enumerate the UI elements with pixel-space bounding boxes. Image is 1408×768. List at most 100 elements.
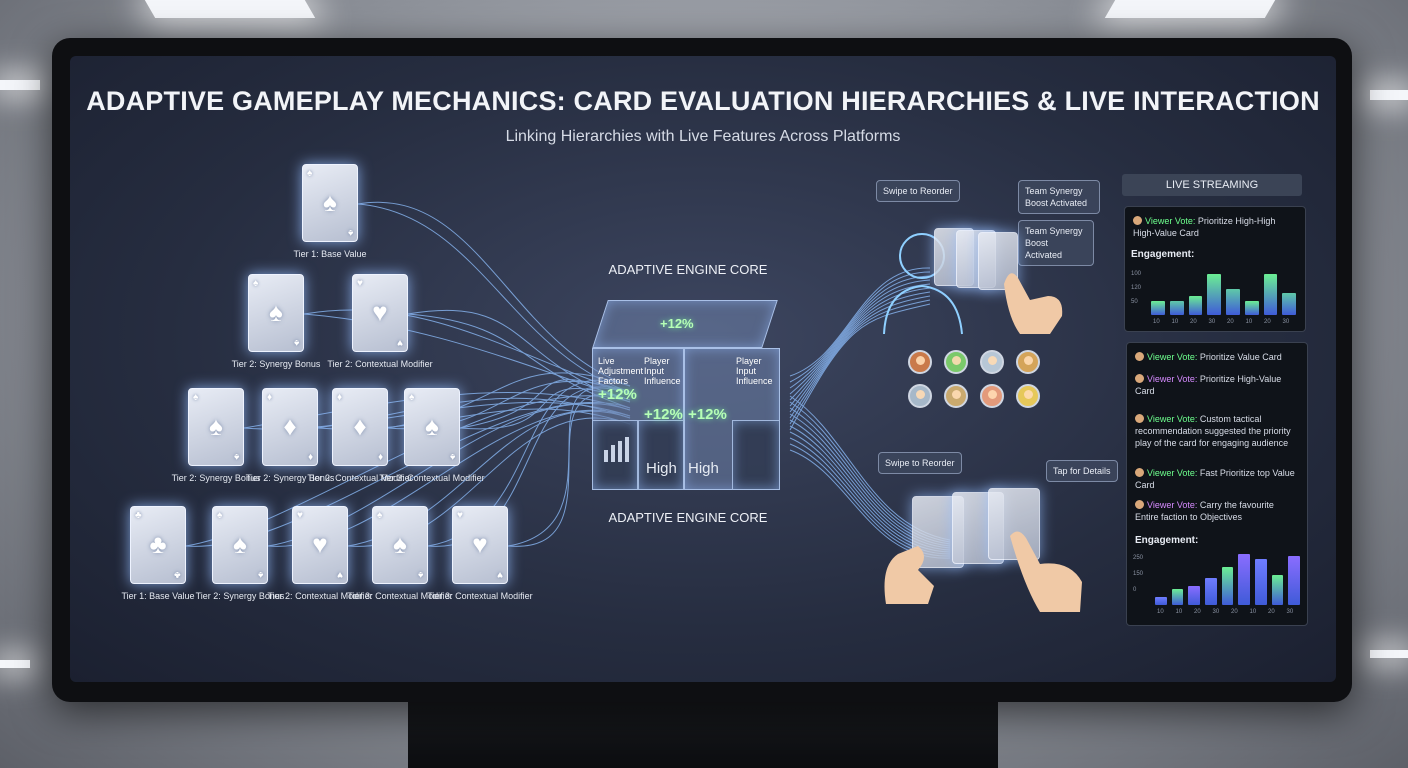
card-corner-icon: ♦ <box>378 451 383 462</box>
engine-core-label-top: ADAPTIVE ENGINE CORE <box>588 262 788 277</box>
tier-label: Tier 2: Synergy Bonus <box>221 358 331 370</box>
card-corner-icon: ♠ <box>418 569 423 580</box>
tier-card[interactable]: ♠♠♠ <box>404 388 460 466</box>
engine-core-label-bottom: ADAPTIVE ENGINE CORE <box>588 510 788 525</box>
tier-card[interactable]: ♦♦♦ <box>262 388 318 466</box>
y-tick-label: 100 <box>1131 271 1141 277</box>
wall-light-left <box>0 80 40 90</box>
viewer-avatar-icon[interactable] <box>944 384 968 408</box>
card-corner-icon: ♣ <box>135 510 142 521</box>
tier-card[interactable]: ♠ ♠ ♠ <box>372 506 428 584</box>
tier-label: Tier 3: Contextual Modifier <box>425 590 535 602</box>
card-suit-icon: ♠ <box>303 187 357 218</box>
tier-card[interactable]: ♥ ♥ ♥ <box>352 274 408 352</box>
cube-pct-2: +12% <box>644 406 683 423</box>
card-corner-icon: ♠ <box>234 451 239 462</box>
x-tick-label: 10 <box>1157 609 1164 615</box>
card-corner-icon: ♦ <box>308 451 313 462</box>
x-tick-label: 10 <box>1250 609 1257 615</box>
x-tick-label: 20 <box>1227 319 1234 325</box>
x-tick-label: 10 <box>1246 319 1253 325</box>
viewer-vote-item: Viewer Vote: Fast Prioritize top Value C… <box>1135 467 1295 491</box>
card-corner-icon: ♣ <box>174 569 181 580</box>
card-corner-icon: ♠ <box>377 510 382 521</box>
viewer-vote-item: Viewer Vote: Prioritize High-Value Card <box>1135 373 1295 397</box>
swipe-reorder-tooltip-bottom: Swipe to Reorder <box>878 452 962 474</box>
tier-card[interactable]: ♠ ♠ ♠ <box>248 274 304 352</box>
engagement-bar <box>1282 293 1296 315</box>
card-suit-icon: ♦ <box>263 411 317 442</box>
engagement-bar <box>1288 556 1300 605</box>
engagement-bar <box>1188 586 1200 605</box>
adaptive-engine-cube[interactable]: Live Adjustment Factors Player Input Inf… <box>590 300 790 500</box>
card-corner-icon: ♠ <box>253 278 258 289</box>
viewer-avatar-icon[interactable] <box>980 384 1004 408</box>
viewer-vote-item: Viewer Vote: Custom tactical recommendat… <box>1135 413 1295 449</box>
tier-card[interactable]: ♥♥♥ <box>292 506 348 584</box>
x-tick-label: 30 <box>1209 319 1216 325</box>
ceiling-light-right <box>1105 0 1275 18</box>
top-viewer-vote: Viewer Vote: Prioritize High-High High-V… <box>1133 215 1293 239</box>
live-streaming-header: LIVE STREAMING <box>1122 174 1302 196</box>
engagement-label-1: Engagement: <box>1131 249 1194 260</box>
hand-icon-top <box>990 256 1070 336</box>
hand-icon-bottom-left <box>878 526 948 606</box>
engagement-bar <box>1189 296 1203 315</box>
wall-light-right <box>1370 90 1408 100</box>
x-tick-label: 20 <box>1190 319 1197 325</box>
card-corner-icon: ♠ <box>258 569 263 580</box>
tier-card[interactable]: ♦♦♦ <box>332 388 388 466</box>
cube-bottom-mid <box>638 420 684 490</box>
viewer-avatar-icon <box>1135 352 1144 361</box>
viewer-avatar-icon[interactable] <box>908 384 932 408</box>
x-tick-label: 10 <box>1172 319 1179 325</box>
floor-light-left <box>0 660 30 668</box>
cube-player-text: Player Input Influence <box>644 356 684 386</box>
card-corner-icon: ♠ <box>450 451 455 462</box>
bar-chart-icon <box>602 434 632 464</box>
engagement-chart-2 <box>1153 551 1303 605</box>
viewer-vote-item: Viewer Vote: Carry the favourite Entire … <box>1135 499 1295 523</box>
card-corner-icon: ♥ <box>357 278 363 289</box>
card-suit-icon: ♥ <box>453 529 507 560</box>
floor-light-right <box>1370 650 1408 658</box>
x-tick-label: 30 <box>1283 319 1290 325</box>
x-tick-label: 20 <box>1268 609 1275 615</box>
ceiling-light-left <box>145 0 315 18</box>
live-panel-top: Viewer Vote: Prioritize High-High High-V… <box>1124 206 1306 332</box>
viewer-avatar-icon[interactable] <box>1016 384 1040 408</box>
tier-label: Tier 3: Contextual Modifier <box>377 472 487 484</box>
card-suit-icon: ♥ <box>353 297 407 328</box>
engagement-bar <box>1238 554 1250 605</box>
engagement-bar <box>1222 567 1234 605</box>
engagement-label-2: Engagement: <box>1135 535 1198 546</box>
cube-pct-3: +12% <box>688 406 727 423</box>
cube-high-1: High <box>646 460 677 477</box>
card-corner-icon: ♥ <box>397 337 403 348</box>
card-corner-icon: ♠ <box>409 392 414 403</box>
hand-icon-bottom-right <box>1000 526 1090 616</box>
tier-card[interactable]: ♠♠♠ <box>302 164 358 242</box>
viewer-avatar-icon[interactable] <box>980 350 1004 374</box>
viewer-avatar-icon[interactable] <box>1016 350 1040 374</box>
card-corner-icon: ♠ <box>193 392 198 403</box>
viewer-avatar-icon[interactable] <box>944 350 968 374</box>
tier-card[interactable]: ♠♠♠ <box>212 506 268 584</box>
card-suit-icon: ♠ <box>249 297 303 328</box>
engagement-bar <box>1207 274 1221 315</box>
card-corner-icon: ♠ <box>294 337 299 348</box>
card-corner-icon: ♥ <box>337 569 343 580</box>
card-suit-icon: ♠ <box>373 529 427 560</box>
card-suit-icon: ♥ <box>293 529 347 560</box>
cube-live-text: Live Adjustment Factors <box>598 356 638 386</box>
cube-player-text-2: Player Input Influence <box>736 356 776 386</box>
tier-card[interactable]: ♣♣♣ <box>130 506 186 584</box>
engagement-bar <box>1151 301 1165 315</box>
tier-card[interactable]: ♥♥♥ <box>452 506 508 584</box>
x-tick-label: 30 <box>1287 609 1294 615</box>
viewer-vote-item: Viewer Vote: Prioritize Value Card <box>1135 351 1295 363</box>
engagement-bar <box>1245 301 1259 315</box>
tier-card[interactable]: ♠♠♠ <box>188 388 244 466</box>
viewer-avatar-icon <box>1135 468 1144 477</box>
viewer-avatar-icon[interactable] <box>908 350 932 374</box>
